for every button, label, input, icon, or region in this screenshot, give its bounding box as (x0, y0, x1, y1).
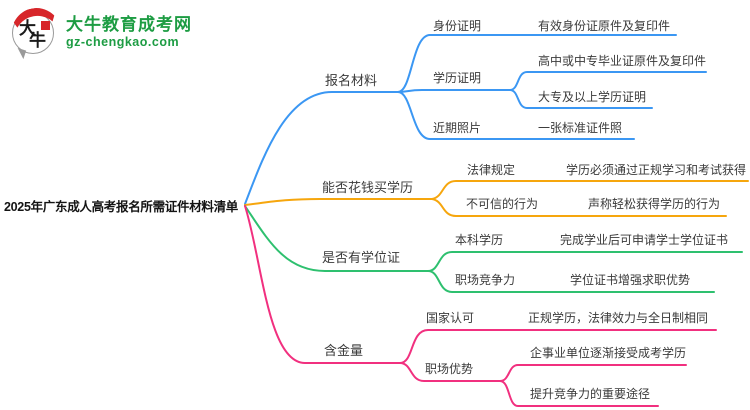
node-education-proof: 学历证明 (433, 71, 482, 85)
logo-domain[interactable]: gz-chengkao.com (66, 34, 180, 49)
branch-lines-degree (244, 205, 743, 293)
leaf-easy-diploma-claim: 声称轻松获得学历的行为 (588, 197, 721, 211)
leaf-improve-competitiveness: 提升竞争力的重要途径 (530, 387, 651, 401)
node-career-competitiveness: 职场竞争力 (455, 273, 516, 287)
node-legal-rule: 法律规定 (467, 163, 516, 177)
logo-seal-icon (41, 21, 50, 30)
leaf-employers-accept: 企事业单位逐渐接受成考学历 (530, 346, 687, 360)
leaf-standard-photo: 一张标准证件照 (538, 121, 623, 135)
leaf-legal-study-exam: 学历必须通过正规学习和考试获得 (566, 163, 747, 177)
leaf-degree-job-advantage: 学位证书增强求职优势 (570, 273, 691, 287)
leaf-highschool-diploma: 高中或中专毕业证原件及复印件 (538, 54, 707, 68)
leaf-college-proof: 大专及以上学历证明 (538, 90, 647, 104)
site-logo[interactable]: 大 牛 大牛教育成考网 gz-chengkao.com (6, 3, 192, 69)
node-recent-photo: 近期照片 (433, 121, 482, 135)
node-workplace-advantage: 职场优势 (425, 362, 474, 376)
logo-char-da: 大 (19, 19, 36, 38)
node-untrustworthy: 不可信的行为 (466, 197, 539, 211)
logo-char-niu: 牛 (29, 31, 46, 50)
node-branch-degree: 是否有学位证 (322, 250, 401, 265)
branch-lines-buy-diploma (244, 180, 749, 217)
logo-bull-icon: 大 牛 (6, 3, 68, 69)
node-branch-materials: 报名材料 (325, 73, 378, 88)
node-identity-proof: 身份证明 (433, 19, 482, 33)
root-node-title: 2025年广东成人高考报名所需证件材料清单 (4, 200, 239, 214)
node-state-recognition: 国家认可 (426, 311, 475, 325)
leaf-apply-degree: 完成学业后可申请学士学位证书 (560, 233, 729, 247)
logo-brand-name: 大牛教育成考网 (66, 14, 192, 34)
logo-bubble-shape (12, 12, 54, 54)
node-bachelor: 本科学历 (455, 233, 504, 247)
branch-lines-value (244, 205, 717, 407)
node-branch-buy-diploma: 能否花钱买学历 (322, 180, 414, 195)
logo-text: 大牛教育成考网 gz-chengkao.com (66, 15, 192, 50)
node-branch-value: 含金量 (324, 343, 364, 358)
leaf-id-card-copy: 有效身份证原件及复印件 (538, 19, 671, 33)
branch-lines-materials (244, 34, 707, 205)
leaf-same-legal-effect: 正规学历，法律效力与全日制相同 (528, 311, 709, 325)
